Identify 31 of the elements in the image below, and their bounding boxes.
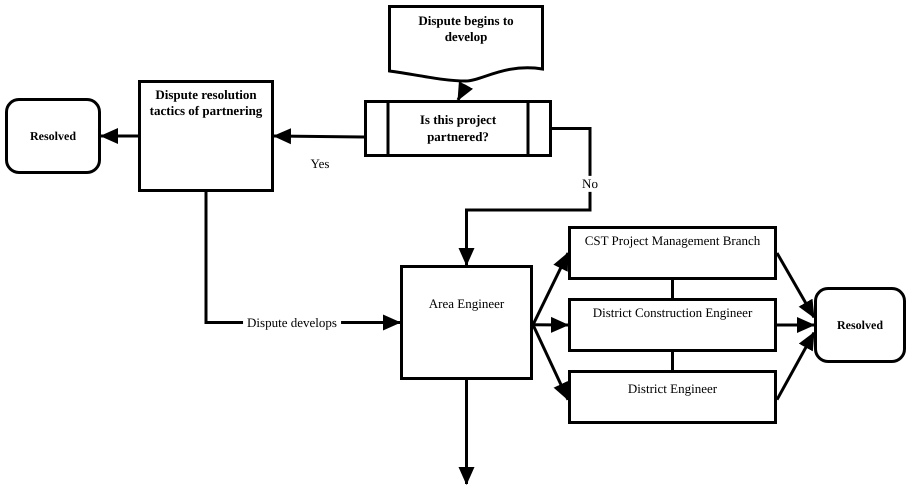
arrow [532, 316, 569, 333]
process-box [400, 265, 533, 380]
node-label: Dispute resolution tactics of partnering [148, 87, 264, 120]
document-shape [388, 5, 544, 85]
predefined-process-box [364, 100, 552, 157]
arrow [100, 128, 138, 144]
arrow [456, 81, 474, 101]
arrow [776, 252, 816, 318]
process-box [138, 80, 274, 192]
node-label: Is this project partnered? [418, 112, 498, 145]
arrow [777, 317, 815, 333]
node-label: CST Project Management Branch [584, 233, 762, 250]
connector-line [671, 352, 674, 370]
arrow [273, 128, 364, 144]
arrow [458, 380, 474, 485]
node-label: District Engineer [626, 381, 718, 398]
node-label: Resolved [836, 318, 884, 332]
arrow [458, 127, 592, 266]
process-box [568, 298, 777, 352]
node-label: Dispute begins to develop [417, 13, 515, 46]
terminal-box [814, 287, 906, 363]
process-box [568, 226, 777, 280]
arrow [532, 252, 570, 326]
arrow [532, 324, 570, 401]
connector-line [671, 280, 674, 298]
node-label: Resolved [29, 128, 77, 144]
process-box [568, 370, 777, 424]
terminal-box [5, 98, 101, 174]
node-label: Area Engineer [428, 296, 506, 312]
arrow [776, 332, 816, 400]
node-label: District Construction Engineer [592, 305, 754, 322]
